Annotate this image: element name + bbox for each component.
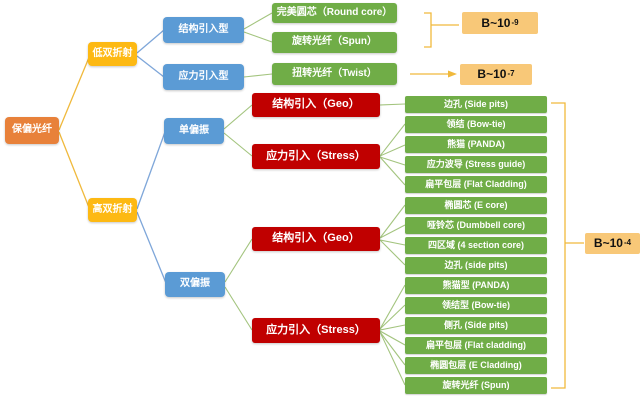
edge-root-low	[58, 54, 91, 131]
b-label-1e-4: B~10-4	[585, 233, 640, 254]
node-high-birefringence: 高双折射	[88, 198, 137, 222]
leaf-4-section-core: 四区域 (4 section core)	[405, 237, 547, 254]
edge-low-stress	[136, 55, 165, 78]
leaf-panda-1: 熊猫 (PANDA)	[405, 136, 547, 153]
node-stress-dual: 应力引入（Stress）	[252, 318, 380, 343]
b-label-1e-9: B~10-9	[462, 12, 538, 34]
node-root: 保偏光纤	[5, 117, 59, 144]
b-label-1e-7: B~10-7	[460, 64, 532, 85]
edge-structure-roundcore	[243, 12, 273, 30]
node-dual-polarization: 双偏振	[165, 272, 225, 297]
leaf-flat-cladding-1: 扁平包层 (Flat Cladding)	[405, 176, 547, 193]
edge-str2-leaf12	[379, 324, 406, 331]
leaf-side-pits-2: 边孔 (side pits)	[405, 257, 547, 274]
leaf-bow-tie-1: 领结 (Bow-tie)	[405, 116, 547, 133]
node-stress-single: 应力引入（Stress）	[252, 144, 380, 169]
arrow-b7-head	[448, 70, 457, 78]
edge-dual-stress	[224, 286, 253, 331]
bracket-b9	[424, 12, 459, 48]
leaf-stress-guide: 应力波导 (Stress guide)	[405, 156, 547, 173]
b-label-exponent: -9	[511, 17, 519, 27]
edge-stress-twist	[243, 73, 273, 78]
edge-geo2-leaf6	[379, 204, 406, 239]
leaf-panda-2: 熊猫型 (PANDA)	[405, 277, 547, 294]
node-geo-dual: 结构引入（Geo）	[252, 227, 380, 251]
leaf-flat-cladding-2: 扁平包层 (Flat cladding)	[405, 337, 547, 354]
edge-str2-leaf13	[379, 330, 406, 346]
leaf-side-pits-3: 侧孔 (Side pits)	[405, 317, 547, 334]
b-label-base: B~10	[481, 15, 511, 30]
leaf-bow-tie-2: 领结型 (Bow-tie)	[405, 297, 547, 314]
edge-high-single	[136, 131, 166, 210]
edge-single-stress	[223, 132, 253, 157]
edge-structure-spun	[243, 31, 273, 43]
leaf-dumbbell-core: 哑铃芯 (Dumbbell core)	[405, 217, 547, 234]
edge-str2-leaf14	[379, 331, 406, 366]
edge-geo2-leaf7	[379, 224, 406, 239]
node-geo-single: 结构引入（Geo）	[252, 93, 380, 117]
leaf-twist: 扭转光纤（Twist）	[272, 63, 397, 85]
leaf-spun: 旋转光纤（Spun）	[272, 32, 397, 53]
edge-str2-leaf10	[379, 284, 406, 330]
leaf-spun-2: 旋转光纤 (Spun)	[405, 377, 547, 394]
edge-dual-geo	[224, 238, 253, 283]
leaf-e-cladding: 椭圆包层 (E Cladding)	[405, 357, 547, 374]
b-label-exponent: -7	[507, 69, 515, 79]
edge-high-dual	[136, 211, 167, 284]
edge-low-structure	[136, 29, 165, 54]
leaf-round-core: 完美圆芯（Round core）	[272, 3, 397, 23]
b-label-base: B~10	[593, 236, 623, 251]
node-low-birefringence: 低双折射	[88, 42, 137, 66]
leaf-side-pits-1: 边孔 (Side pits)	[405, 96, 547, 113]
edge-str1-leaf5	[379, 156, 406, 186]
b-label-exponent: -4	[623, 238, 632, 248]
edge-str2-leaf11	[379, 304, 406, 330]
node-stress-type: 应力引入型	[163, 64, 244, 90]
edge-root-high	[58, 131, 91, 211]
bracket-b4	[551, 102, 584, 389]
leaf-e-core: 椭圆芯 (E core)	[405, 197, 547, 214]
edge-str1-leaf4	[379, 156, 406, 166]
edge-str1-leaf2	[379, 123, 406, 157]
edge-str1-leaf3	[379, 144, 406, 157]
b-label-base: B~10	[477, 67, 507, 82]
edge-single-geo	[223, 104, 253, 130]
edge-str2-leaf15	[379, 331, 406, 386]
node-single-polarization: 单偏振	[164, 118, 224, 144]
edge-geo2-leaf8	[379, 239, 406, 246]
edge-geo1-leaf1	[379, 103, 406, 106]
edge-geo2-leaf9	[379, 239, 406, 266]
node-structure-type: 结构引入型	[163, 17, 244, 43]
